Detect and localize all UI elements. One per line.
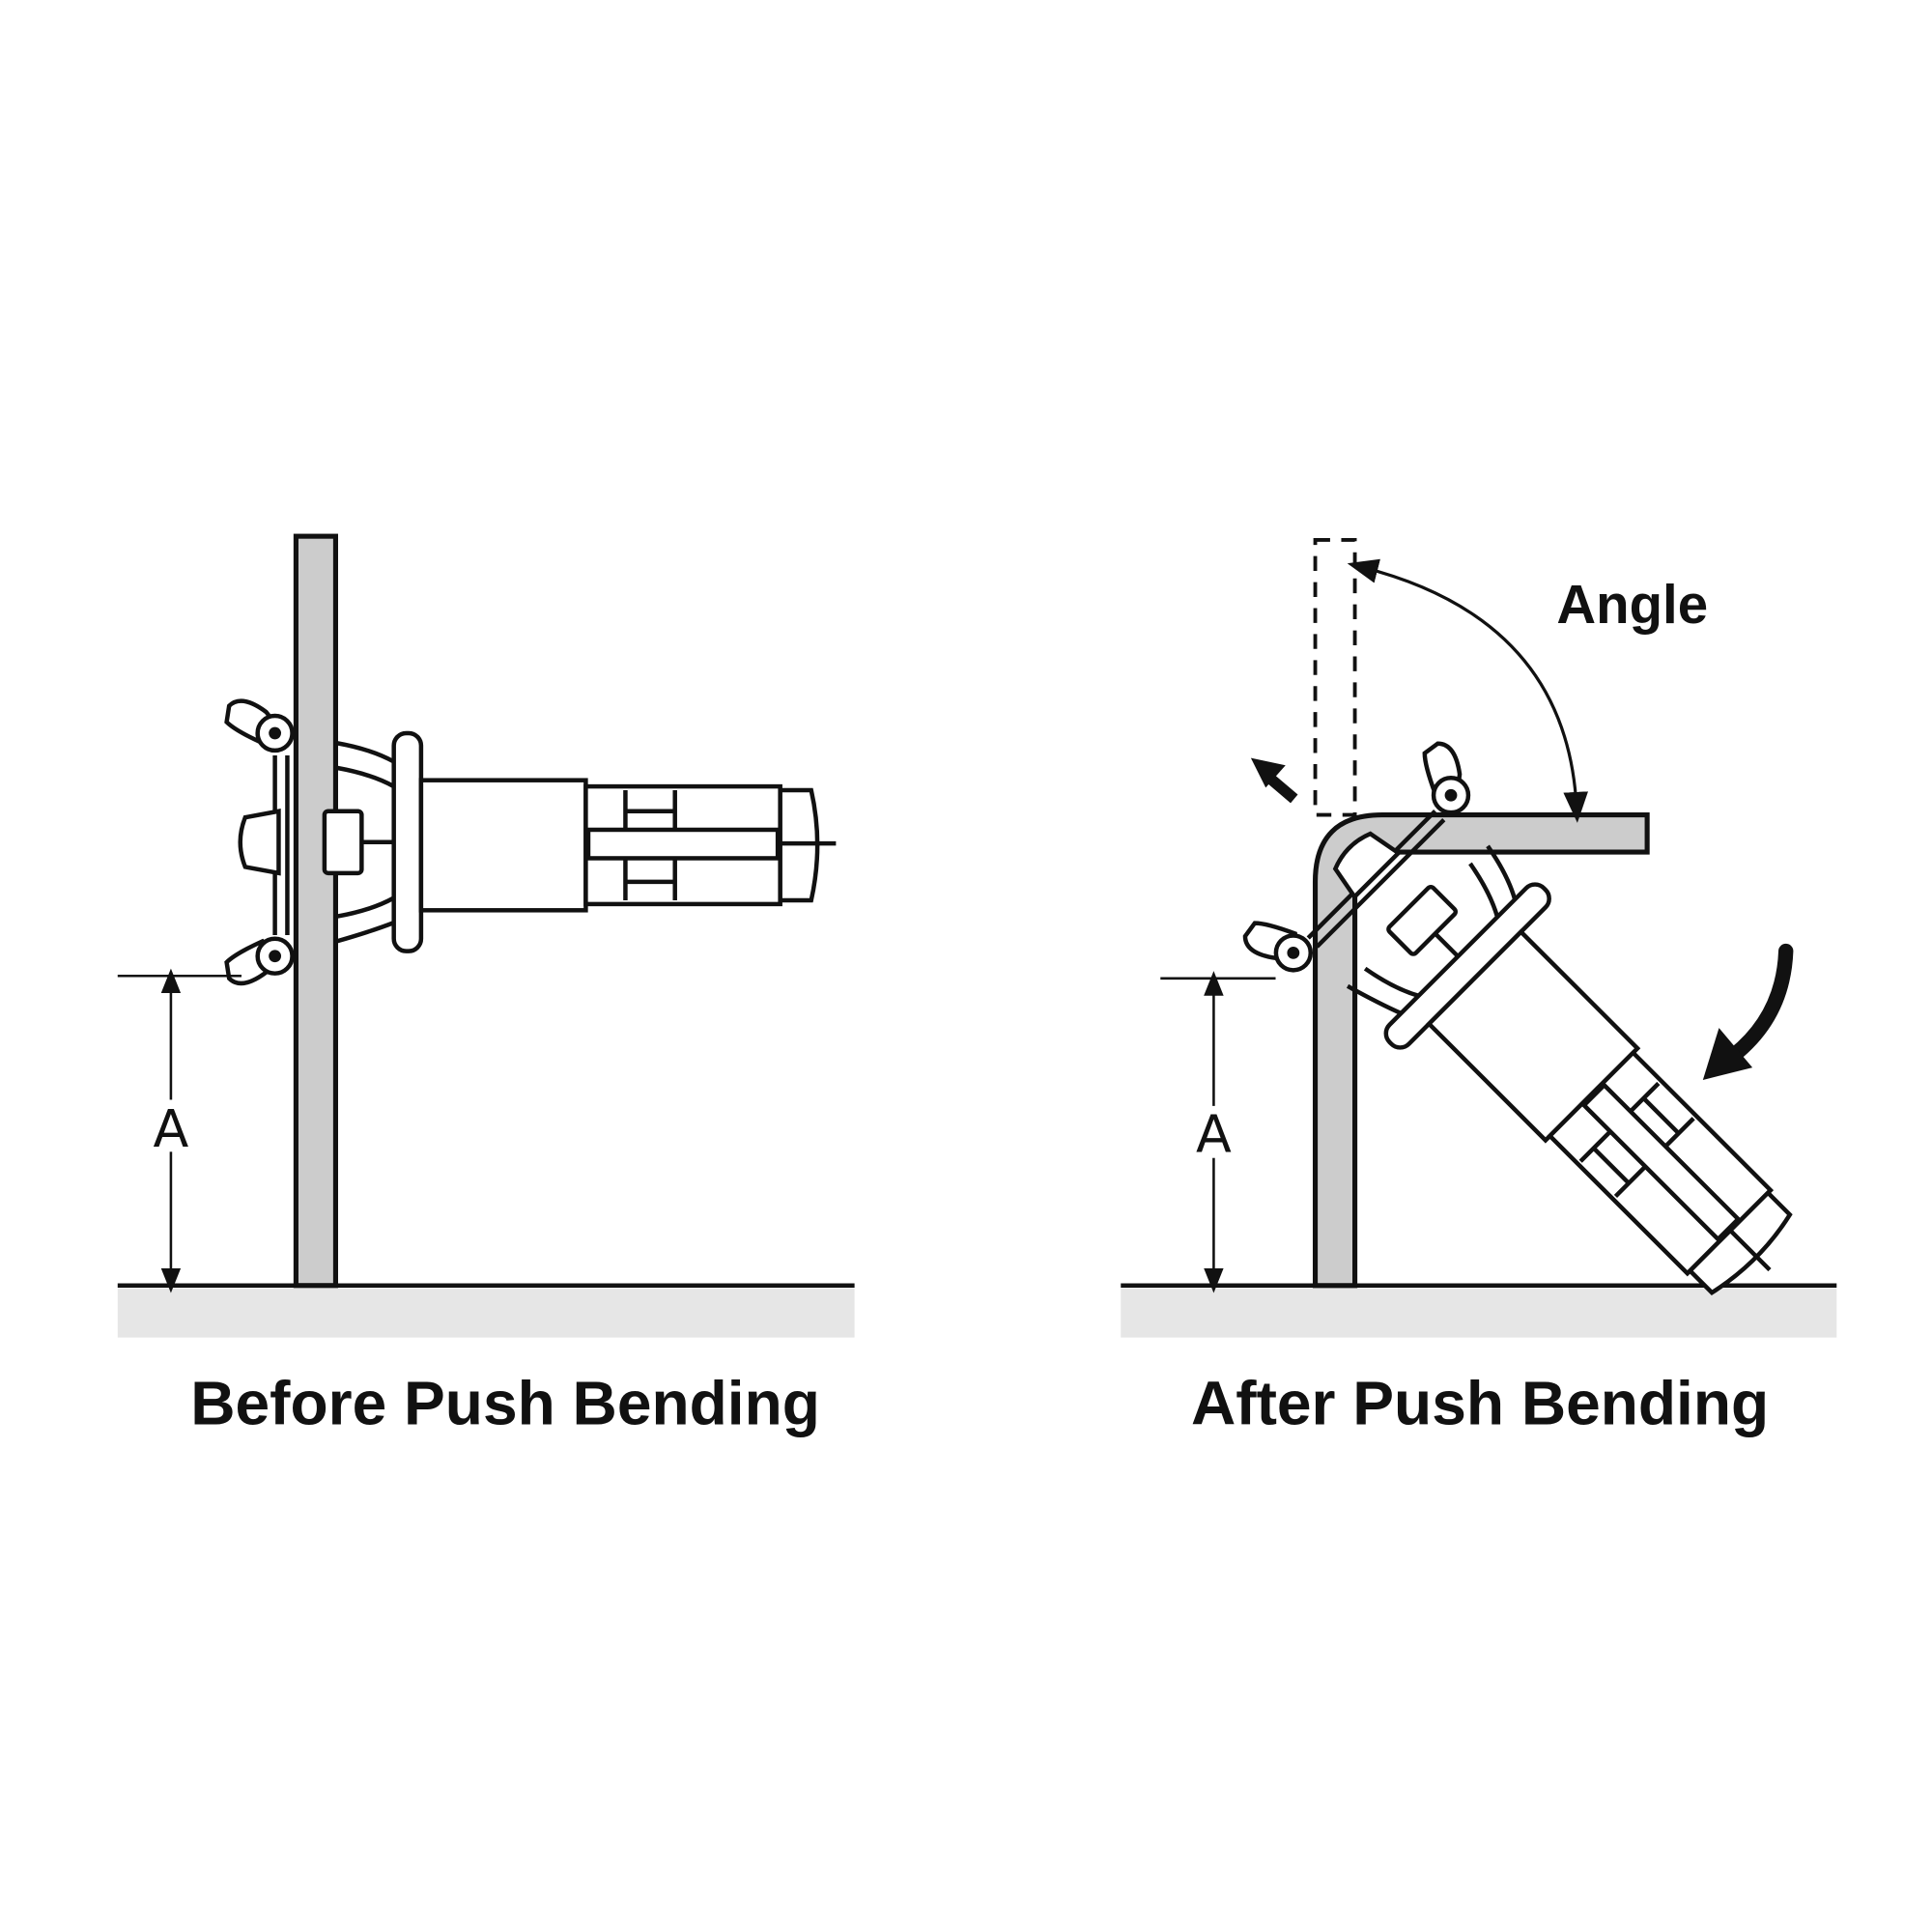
before-panel: A Before Push Bending <box>117 533 855 1437</box>
push-arrow-head-icon <box>1702 1028 1753 1080</box>
straight-bar <box>293 533 339 1289</box>
ground-band <box>117 1288 855 1338</box>
caption-after: After Push Bending <box>1191 1368 1769 1437</box>
original-position-outline <box>1313 538 1357 817</box>
push-direction-arrow <box>1726 943 1794 1063</box>
angle-label: Angle <box>1556 574 1708 635</box>
after-panel: Angle A After Push Bending <box>1121 538 1870 1437</box>
ground-band <box>1121 1288 1837 1338</box>
dimension-label-a: A <box>1196 1103 1232 1164</box>
release-arrow <box>1265 773 1298 804</box>
caption-before: Before Push Bending <box>190 1368 820 1437</box>
dimension-label-a: A <box>154 1098 189 1159</box>
angle-arc <box>1347 558 1589 823</box>
release-arrow-head-icon <box>1250 757 1286 788</box>
